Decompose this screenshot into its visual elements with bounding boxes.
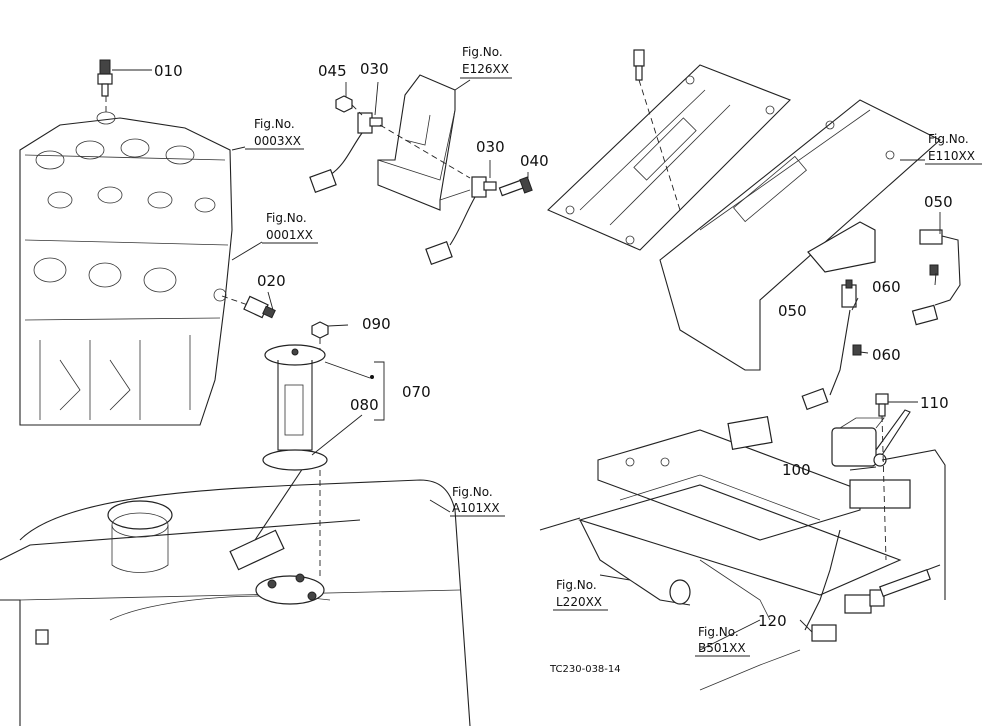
part-label-020: 020 [257,272,286,290]
bracket-sensor-drawing [309,74,533,266]
leader-lines [112,69,941,651]
part-label-060-lower: 060 [872,346,901,364]
part-label-070: 070 [402,383,431,401]
part-label-060-upper: 060 [872,278,901,296]
part-label-050-upper: 050 [924,193,953,211]
svg-text:Fig.No.: Fig.No. [266,211,307,225]
svg-text:Fig.No.: Fig.No. [698,625,739,639]
part-labels: 010 020 030 030 040 045 050 050 060 060 … [154,60,953,630]
svg-text:B501XX: B501XX [698,641,746,655]
part-label-090: 090 [362,315,391,333]
svg-text:Fig.No.: Fig.No. [452,485,493,499]
fig-ref-a101: Fig.No. A101XX [450,485,505,517]
part-label-010: 010 [154,62,183,80]
svg-text:E110XX: E110XX [928,149,975,163]
svg-text:Fig.No.: Fig.No. [928,132,969,146]
drawing-code: TC230-038-14 [549,664,621,675]
fig-ref-e126: Fig.No. E126XX [460,45,512,79]
fig-ref-0001: Fig.No. 0001XX [262,211,318,244]
fig-ref-e110: Fig.No. E110XX [925,132,982,165]
part-label-100: 100 [782,461,811,479]
fig-ref-l220: Fig.No. L220XX [553,578,608,611]
mounting-plate-drawing [547,49,961,411]
svg-text:Fig.No.: Fig.No. [462,45,503,59]
part-label-030-upper: 030 [360,60,389,78]
svg-text:Fig.No.: Fig.No. [254,117,295,131]
part-label-120: 120 [758,612,787,630]
svg-text:E126XX: E126XX [462,62,509,76]
part-label-040: 040 [520,152,549,170]
engine-block-drawing [19,59,276,426]
svg-text:Fig.No.: Fig.No. [556,578,597,592]
part-label-030-lower: 030 [476,138,505,156]
svg-text:L220XX: L220XX [556,595,602,609]
svg-text:0003XX: 0003XX [254,134,301,148]
sensor-020-shape [221,295,276,319]
svg-text:0001XX: 0001XX [266,228,313,242]
svg-text:A101XX: A101XX [452,501,500,515]
part-label-050-lower: 050 [778,302,807,320]
figure-references: Fig.No. E126XX Fig.No. 0003XX Fig.No. 00… [245,45,982,657]
seat-frame-drawing [539,393,946,691]
part-label-045: 045 [318,62,347,80]
fig-ref-b501: Fig.No. B501XX [695,625,750,657]
sensor-010-shape [96,59,116,125]
part-label-080: 080 [350,396,379,414]
fuel-tank-drawing [0,321,471,726]
fig-ref-0003: Fig.No. 0003XX [245,117,304,150]
part-label-110: 110 [920,394,949,412]
